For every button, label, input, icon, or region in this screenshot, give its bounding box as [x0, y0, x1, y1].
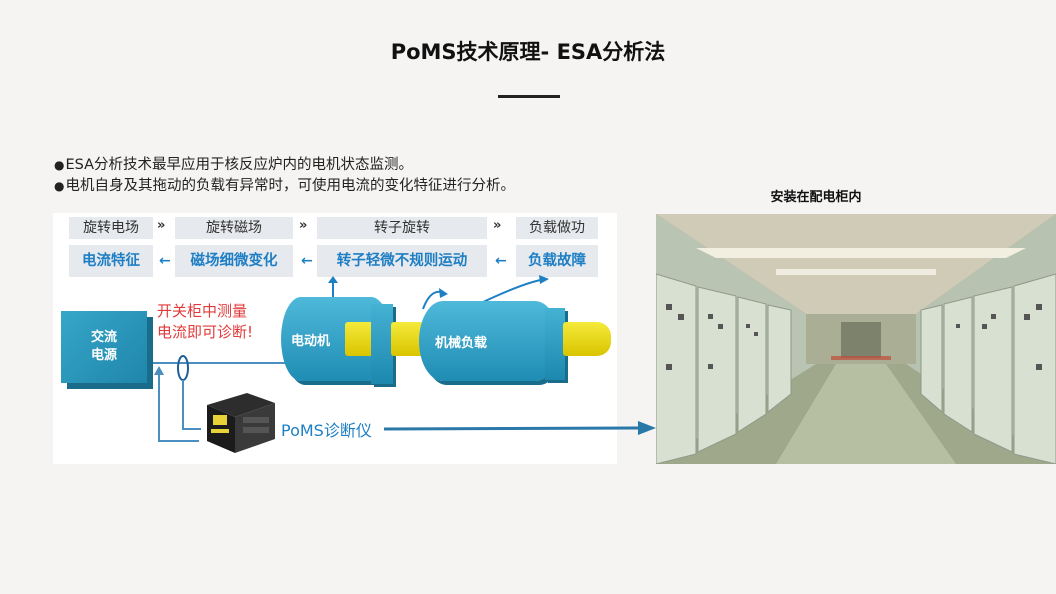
- diagram-connectors: [147, 275, 549, 442]
- stage-rotating-magnetic-field: 旋转磁场: [175, 217, 293, 239]
- feature-magnetic-change: 磁场细微变化: [175, 245, 293, 277]
- output-shaft: [563, 322, 611, 356]
- chevron-right-icon: »: [299, 218, 308, 233]
- device-to-photo-arrow: [383, 421, 656, 435]
- bullet-dot-icon: ●: [54, 158, 65, 172]
- poms-device-label: PoMS诊断仪: [281, 421, 372, 440]
- photo-caption: 安装在配电柜内: [770, 190, 862, 205]
- chevron-right-icon: »: [493, 218, 502, 233]
- bullet-item: ●ESA分析技术最早应用于核反应炉内的电机状态监测。: [54, 157, 414, 173]
- stage-rotor-rotation: 转子旋转: [317, 217, 487, 239]
- ac-power-source: 交流电源: [61, 311, 147, 383]
- esa-diagram: 旋转电场 » 旋转磁场 » 转子旋转 » 负载做功 电流特征 ← 磁场细微变化 …: [53, 213, 617, 464]
- feature-load-fault: 负载故障: [516, 245, 598, 277]
- coupling-right: [545, 308, 565, 380]
- bullet-list: ●ESA分析技术最早应用于核反应炉内的电机状态监测。 ●电机自身及其拖动的负载有…: [54, 155, 515, 197]
- mechanical-load: 机械负载: [419, 301, 559, 381]
- poms-device-icon: [207, 393, 275, 453]
- arrow-left-icon: ←: [159, 253, 171, 269]
- feature-current: 电流特征: [69, 245, 153, 277]
- switchgear-corridor-image: [656, 214, 1056, 464]
- feature-rotor-irregular: 转子轻微不规则运动: [317, 245, 487, 277]
- bullet-item: ●电机自身及其拖动的负载有异常时，可使用电流的变化特征进行分析。: [54, 178, 515, 194]
- shaft-segment: [391, 322, 423, 356]
- bullet-dot-icon: ●: [54, 179, 65, 193]
- measurement-note: 开关柜中测量 电流即可诊断!: [157, 302, 254, 341]
- switchgear-room-photo: [656, 214, 1056, 464]
- coupling: [371, 304, 393, 384]
- chevron-right-icon: »: [157, 218, 166, 233]
- stage-load-work: 负载做功: [516, 217, 598, 239]
- arrow-left-icon: ←: [495, 253, 507, 269]
- stage-rotating-electric-field: 旋转电场: [69, 217, 153, 239]
- slide-title: PoMS技术原理- ESA分析法: [390, 40, 666, 64]
- title-underline: [498, 95, 560, 98]
- arrow-left-icon: ←: [301, 253, 313, 269]
